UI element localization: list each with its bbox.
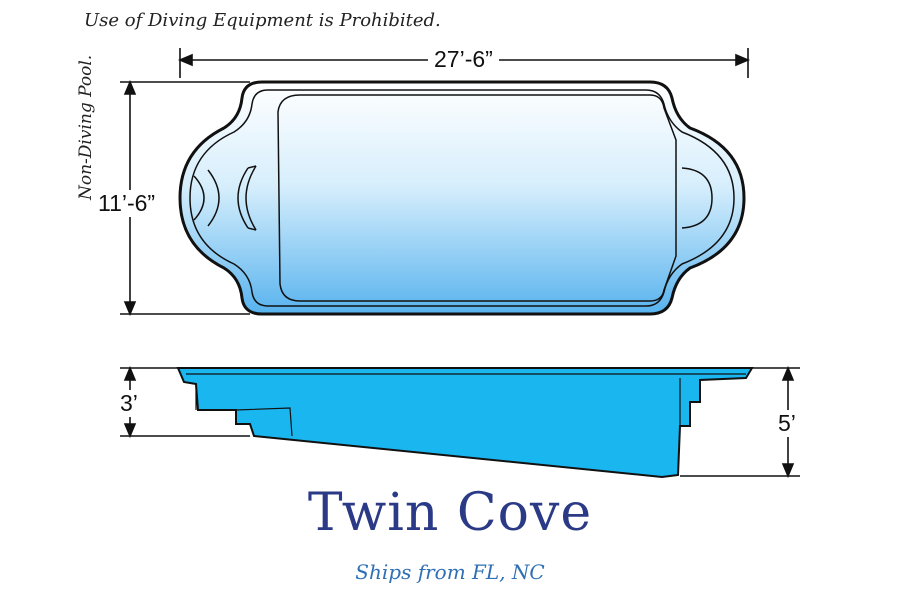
pool-inner-ledge	[189, 89, 735, 307]
left-step-2	[245, 165, 257, 231]
pool-model-name: Twin Cove	[307, 483, 593, 543]
length-label: 27’-6”	[428, 48, 499, 71]
non-diving-note: Non-Diving Pool.	[76, 54, 96, 200]
main-basin-edge	[277, 94, 677, 302]
width-label: 11’-6”	[96, 190, 158, 217]
diving-warning: Use of Diving Equipment is Prohibited.	[84, 10, 441, 31]
left-step-3	[247, 165, 257, 231]
profile-view	[176, 367, 754, 479]
pool-outline	[178, 80, 746, 316]
plan-view	[178, 80, 746, 316]
left-cove-seat	[193, 175, 205, 221]
shallow-depth-label: 3’	[118, 390, 140, 417]
pool-profile	[176, 367, 754, 479]
shallow-depth-dimension	[120, 365, 250, 439]
left-cove-bench	[207, 169, 220, 227]
profile-steps	[195, 378, 681, 437]
left-step-1	[237, 167, 249, 229]
right-cove-bench	[681, 167, 713, 229]
shipping-locations: Ships from FL, NC	[355, 560, 545, 584]
deep-depth-label: 5’	[774, 410, 800, 437]
